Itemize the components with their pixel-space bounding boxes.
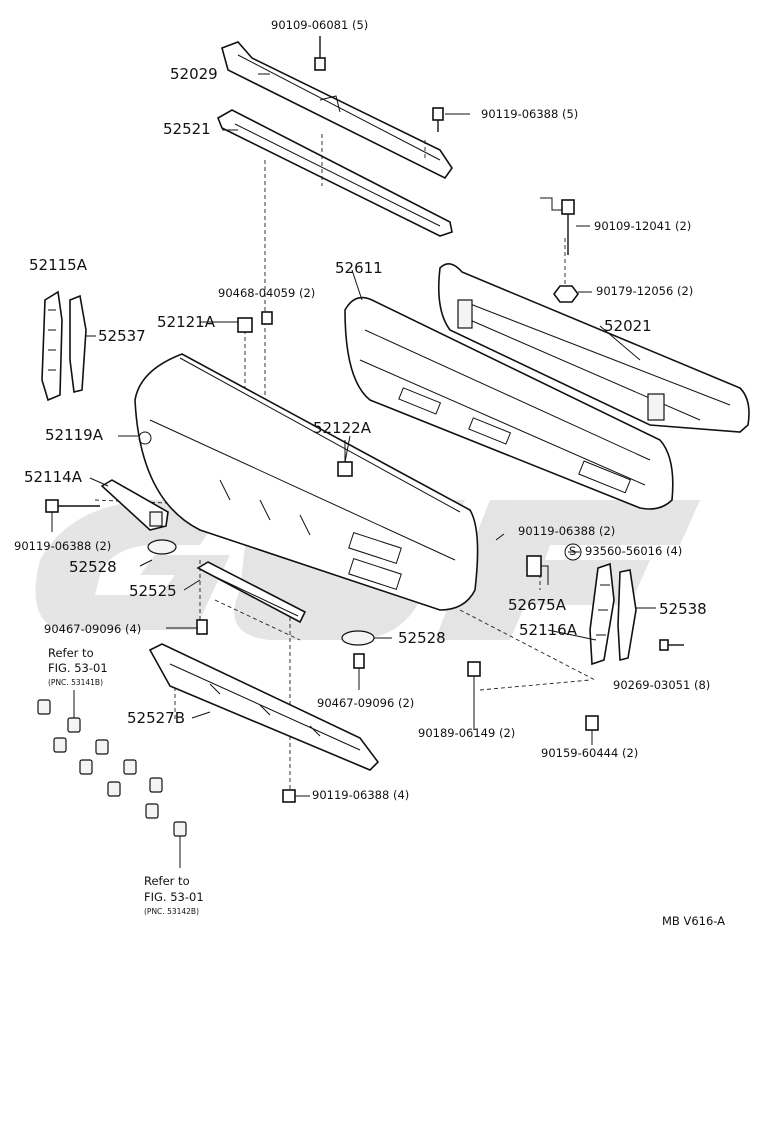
part-52029-reinforcement bbox=[221, 41, 453, 180]
part-52611-cover bbox=[344, 296, 674, 510]
part-52119A-bumper-cover bbox=[134, 353, 479, 611]
label-52121A: 52121A bbox=[157, 313, 215, 331]
part-52537-retainer bbox=[69, 294, 96, 393]
label-52537: 52537 bbox=[98, 327, 146, 345]
label-90159-60444: 90159-60444 (2) bbox=[541, 746, 639, 760]
part-52021-reinforcement bbox=[437, 197, 750, 433]
diagram-code: MB V616-A bbox=[662, 914, 726, 928]
part-52121A-clip bbox=[237, 311, 273, 333]
label-90109-12041: 90109-12041 (2) bbox=[594, 219, 692, 233]
clip-90467-09096-center bbox=[353, 653, 365, 690]
ref-text-2c: (PNC. 53142B) bbox=[144, 907, 199, 916]
label-90179-12056: 90179-12056 (2) bbox=[596, 284, 694, 298]
bolt-90109-12041 bbox=[561, 199, 590, 227]
ref-text-2b: FIG. 53-01 bbox=[144, 890, 204, 904]
label-52122A: 52122A bbox=[313, 419, 371, 437]
label-52116A: 52116A bbox=[519, 621, 577, 639]
label-52029: 52029 bbox=[170, 65, 218, 83]
supplier-mark-icon bbox=[564, 543, 582, 561]
bolt-90119-06388-left bbox=[45, 499, 100, 532]
label-90119-06388-right: 90119-06388 (2) bbox=[518, 524, 616, 538]
label-90468-04059: 90468-04059 (2) bbox=[218, 286, 316, 300]
screw-90269-03051 bbox=[659, 639, 684, 651]
label-52521: 52521 bbox=[163, 120, 211, 138]
bolt-90109-06081 bbox=[314, 36, 326, 71]
label-52528-left: 52528 bbox=[69, 558, 117, 576]
label-90467-09096-center: 90467-09096 (2) bbox=[317, 696, 415, 710]
label-52115A: 52115A bbox=[29, 256, 87, 274]
part-52525-spoiler bbox=[196, 561, 307, 624]
nut-90179-12056 bbox=[553, 285, 592, 303]
label-52021: 52021 bbox=[604, 317, 652, 335]
part-52115A-bracket bbox=[41, 290, 63, 402]
label-52611: 52611 bbox=[335, 259, 383, 277]
ref-text-2a: Refer to bbox=[144, 874, 190, 888]
part-52538-retainer bbox=[617, 569, 656, 662]
label-52119A: 52119A bbox=[45, 426, 103, 444]
ref-text-1b: FIG. 53-01 bbox=[48, 661, 108, 675]
nut-90189-06149 bbox=[467, 661, 481, 730]
label-52527B: 52527B bbox=[127, 709, 186, 727]
label-90119-06388-top: 90119-06388 (5) bbox=[481, 107, 579, 121]
label-52528-center: 52528 bbox=[398, 629, 446, 647]
label-52114A: 52114A bbox=[24, 468, 82, 486]
label-52538: 52538 bbox=[659, 600, 707, 618]
part-52521-retainer bbox=[216, 109, 453, 237]
label-52525: 52525 bbox=[129, 582, 177, 600]
part-52528-pad-left bbox=[139, 539, 177, 567]
label-90269-03051: 90269-03051 (8) bbox=[613, 678, 711, 692]
ref-text-1c: (PNC. 53141B) bbox=[48, 678, 103, 687]
ref-text-1a: Refer to bbox=[48, 646, 94, 660]
label-90189-06149: 90189-06149 (2) bbox=[418, 726, 516, 740]
label-90119-06388-left: 90119-06388 (2) bbox=[14, 539, 112, 553]
bolt-90159-60444 bbox=[585, 715, 599, 745]
part-52114A-bracket bbox=[100, 479, 169, 531]
label-52675A: 52675A bbox=[508, 596, 566, 614]
label-90119-06388-bottom: 90119-06388 (4) bbox=[312, 788, 410, 802]
part-52527B-absorber bbox=[148, 643, 380, 771]
label-93560-56016: 93560-56016 (4) bbox=[585, 544, 683, 558]
label-90467-09096-left: 90467-09096 (4) bbox=[44, 622, 142, 636]
part-52675A-clip bbox=[526, 555, 549, 585]
part-52116A-bracket bbox=[589, 562, 615, 666]
part-52528-pad-center bbox=[341, 630, 392, 646]
bolt-90119-06388-top bbox=[432, 107, 470, 132]
clip-90467-09096-left bbox=[196, 619, 208, 635]
bolt-90119-06388-bottom bbox=[282, 789, 310, 803]
label-90109-06081: 90109-06081 (5) bbox=[271, 18, 369, 32]
fog-lamp-clips bbox=[37, 690, 187, 868]
label-supplier-mark: S bbox=[569, 544, 577, 558]
